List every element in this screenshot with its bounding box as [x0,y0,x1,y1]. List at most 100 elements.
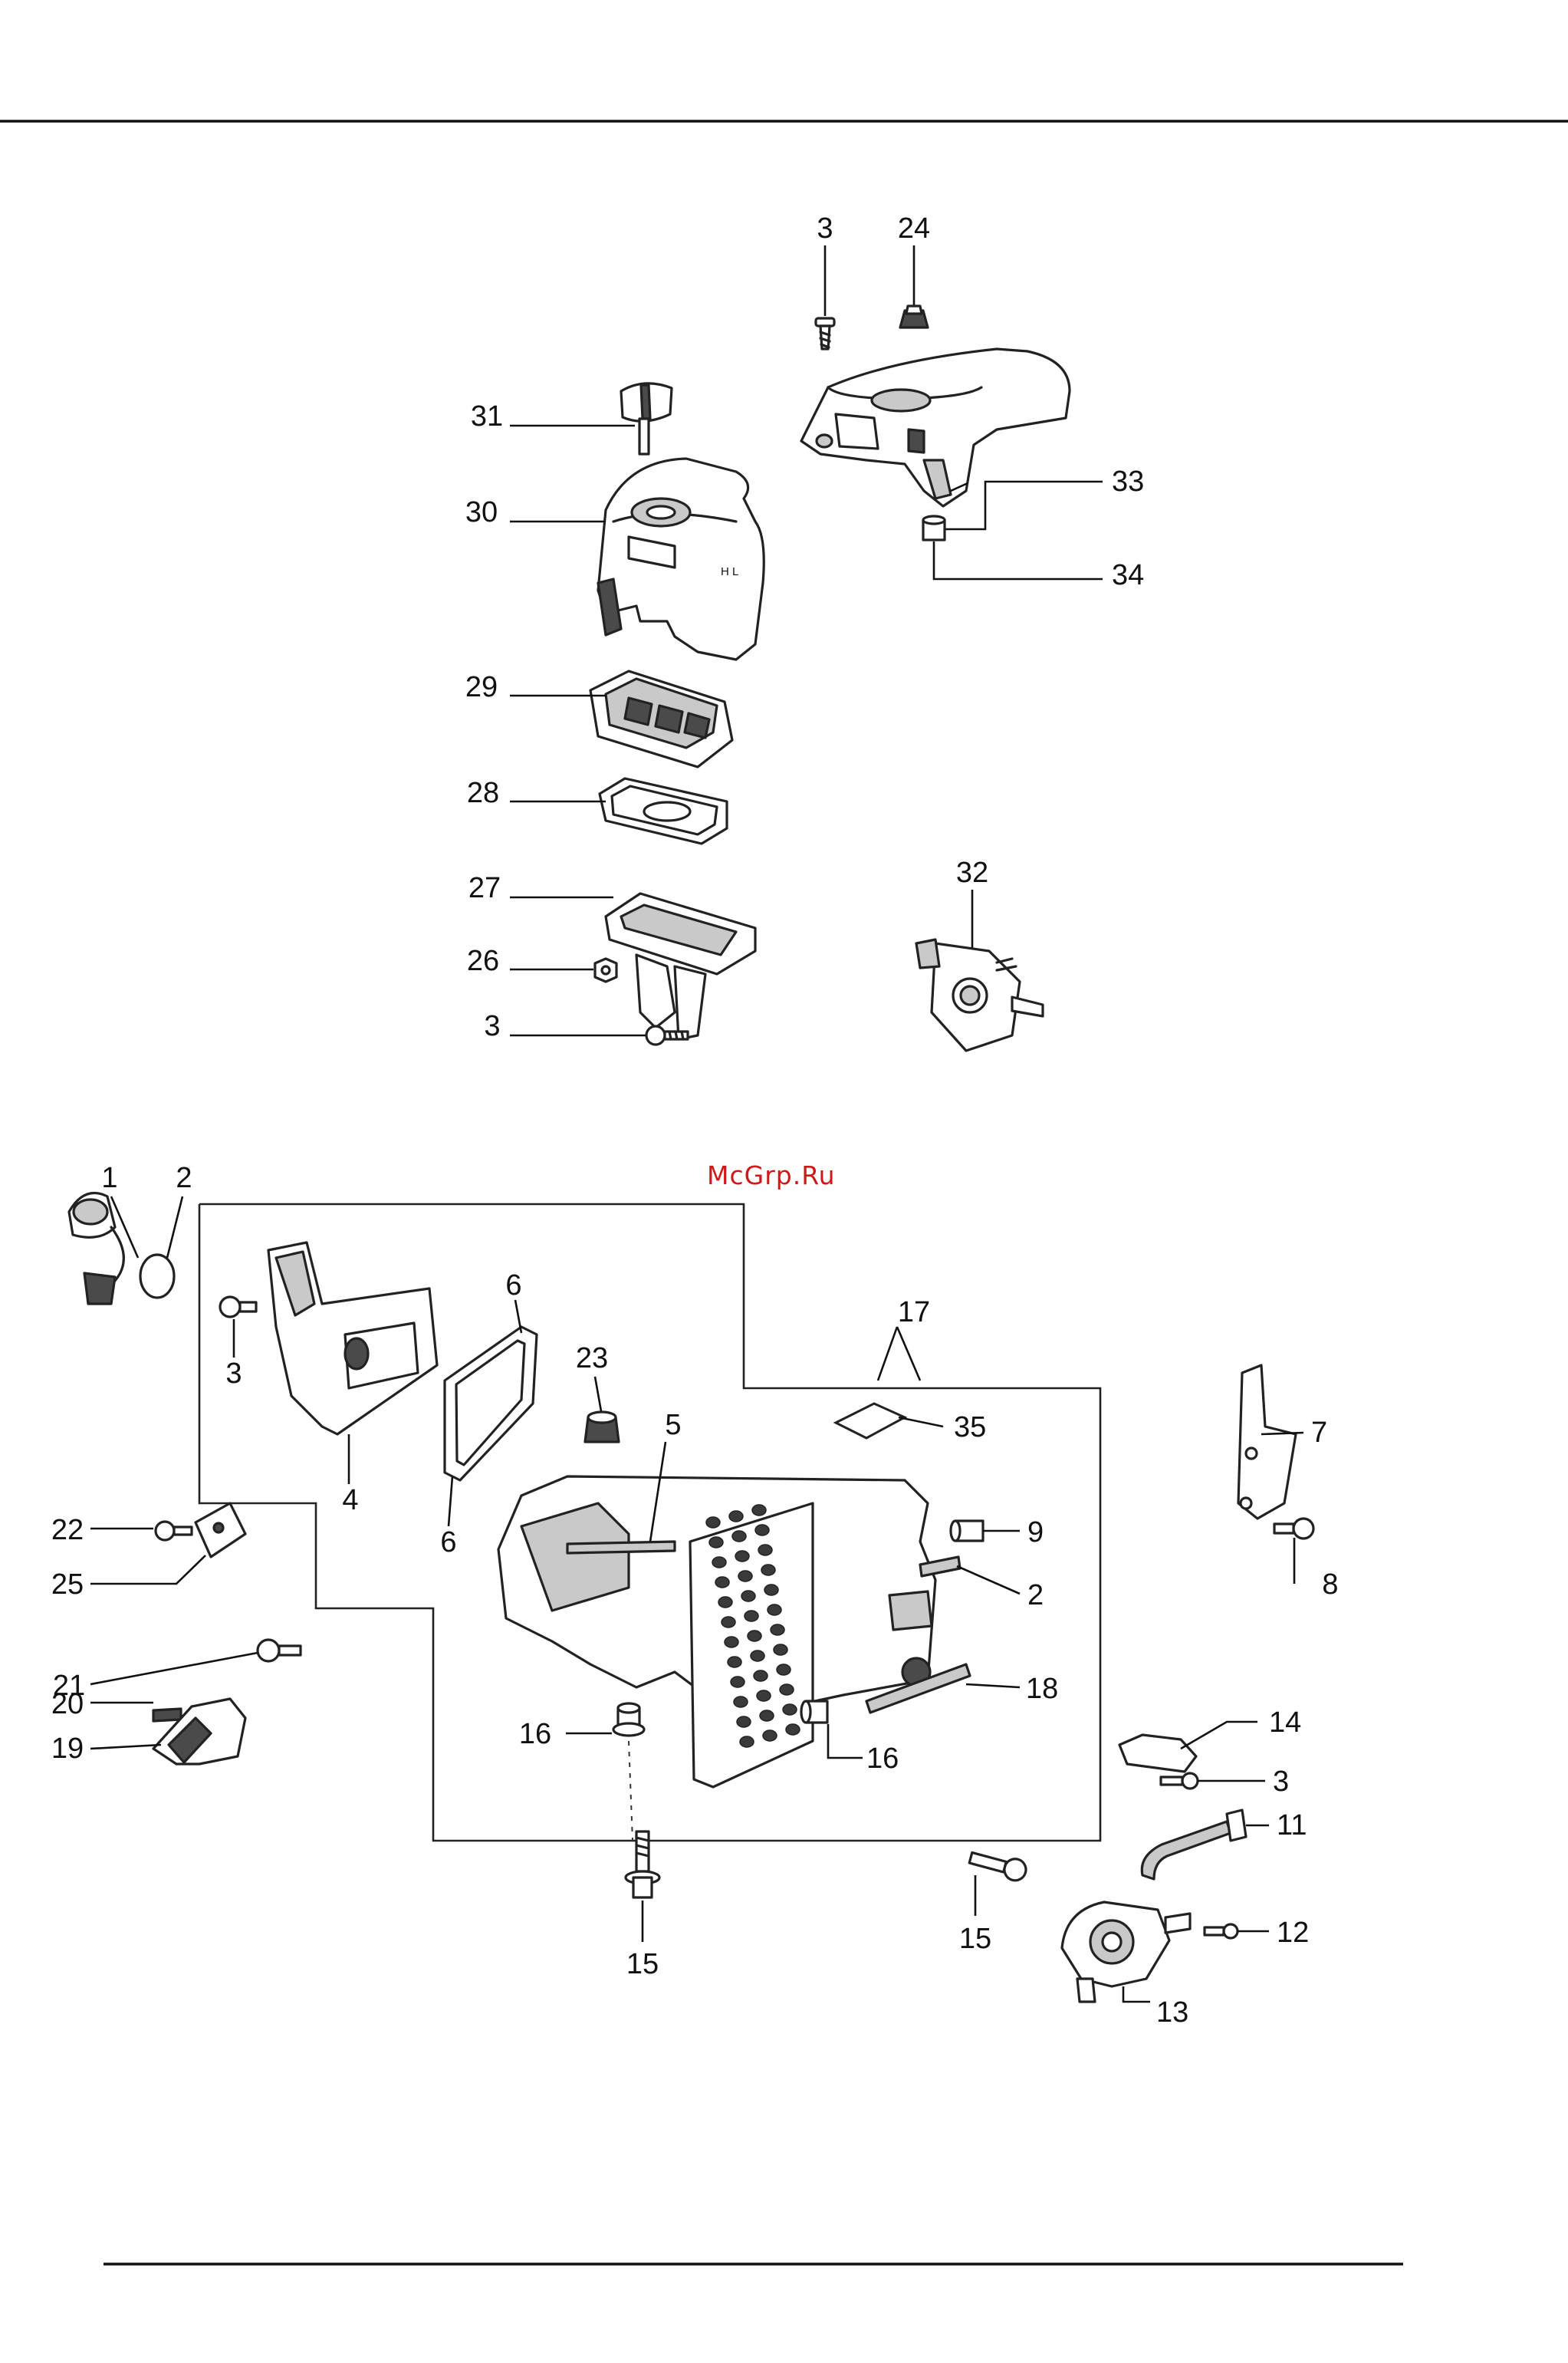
callout-17: 17 [898,1296,930,1328]
grille-hole [740,1736,754,1747]
leader-35 [899,1417,943,1427]
leader-16b [828,1724,863,1758]
grille-hole [777,1664,791,1675]
leader-18 [966,1684,1020,1687]
part-4-intake [268,1242,437,1434]
callout-7: 7 [1311,1417,1327,1449]
grille-hole [734,1697,748,1707]
part-14-cover [1119,1735,1196,1772]
part-25-bracket [196,1503,245,1557]
leader-19 [90,1745,161,1749]
grille-hole [735,1551,749,1562]
leader-16a-dash [629,1741,633,1841]
part-13-oil-pump [1062,1902,1190,2002]
part-22-screw [156,1522,192,1540]
grille-hole [725,1637,738,1647]
grille-hole [729,1511,743,1522]
callout-18: 18 [1026,1673,1058,1705]
grille-hole [706,1517,720,1528]
grille-hole [774,1644,787,1655]
callout-5: 5 [665,1409,681,1441]
part-30-carb-cover: H L [598,459,764,660]
part-2-o-ring [140,1255,174,1298]
part-29-air-filter [590,671,732,767]
grille-hole [771,1624,784,1635]
callout-12: 12 [1277,1917,1309,1949]
grille-hole [748,1631,761,1641]
callout-16a: 16 [519,1718,551,1750]
part-34-sleeve [923,516,945,540]
grille-hole [768,1604,781,1615]
leader-17b [897,1327,920,1381]
callout-11: 11 [1277,1809,1307,1841]
part-5-stud [567,1542,675,1553]
callout-32: 32 [956,857,988,889]
callout-16b: 16 [866,1743,899,1775]
part-21-screw [258,1640,301,1661]
part-24-clip [900,306,928,327]
callout-35: 35 [954,1411,986,1443]
leader-21 [90,1653,258,1684]
grille-hole [712,1557,726,1568]
callout-29: 29 [465,671,498,703]
callout-25: 25 [51,1568,84,1601]
watermark: McGrp.Ru [707,1160,836,1190]
grille-hole [780,1684,794,1695]
callout-34: 34 [1112,559,1144,591]
carb-marking: H L [721,565,738,578]
leader-23 [595,1377,601,1411]
grille-hole [718,1597,732,1608]
part-32-carburetor [916,940,1043,1051]
part-6-gasket [445,1327,537,1480]
part-28-gasket [600,778,727,844]
grille-hole [757,1690,771,1701]
callout-6b: 6 [440,1526,456,1558]
callout-24: 24 [898,212,930,245]
part-12-screw [1205,1924,1238,1938]
callout-3b: 3 [484,1010,500,1042]
grille-hole [758,1545,772,1555]
grille-hole [738,1571,752,1581]
part-7-plate [1238,1365,1296,1519]
grille-hole [731,1677,745,1687]
part-9-sleeve [951,1521,983,1541]
part-3-screw-top [816,318,834,349]
leader-34 [934,541,1103,579]
part-3-screw-left [220,1297,256,1317]
grille-hole [709,1537,723,1548]
callout-3a: 3 [817,212,833,245]
grille-hole [751,1650,764,1661]
callout-20: 20 [51,1688,84,1720]
grille-hole [745,1611,758,1621]
grille-hole [760,1710,774,1721]
grille-hole [752,1505,766,1516]
callout-4: 4 [342,1484,358,1516]
callout-6a: 6 [505,1269,521,1302]
leader-25 [90,1555,205,1584]
leader-6b [449,1476,452,1526]
part-16-sleeve-a [613,1703,644,1736]
grille-hole [715,1577,729,1588]
callout-3d: 3 [1273,1766,1289,1798]
grille-hole [754,1670,768,1681]
callout-14: 14 [1269,1706,1301,1739]
grille-hole [786,1724,800,1735]
callout-23: 23 [576,1342,608,1374]
part-27-carb-bracket [606,894,755,1039]
part-23-bushing [585,1412,619,1442]
part-3-screw-right [1161,1773,1198,1789]
grille-hole [764,1585,778,1595]
part-26-nut [595,959,616,982]
leader-13 [1123,1986,1150,2002]
callout-2a: 2 [176,1162,192,1194]
callout-3c: 3 [225,1358,242,1390]
callout-26: 26 [467,945,499,977]
leader-17a [878,1327,897,1381]
callout-33: 33 [1112,466,1144,498]
part-16-sleeve-b [801,1701,827,1723]
callout-2b: 2 [1027,1579,1044,1611]
leader-2a [167,1196,182,1258]
callout-19: 19 [51,1733,84,1765]
leader-2b [957,1566,1020,1594]
